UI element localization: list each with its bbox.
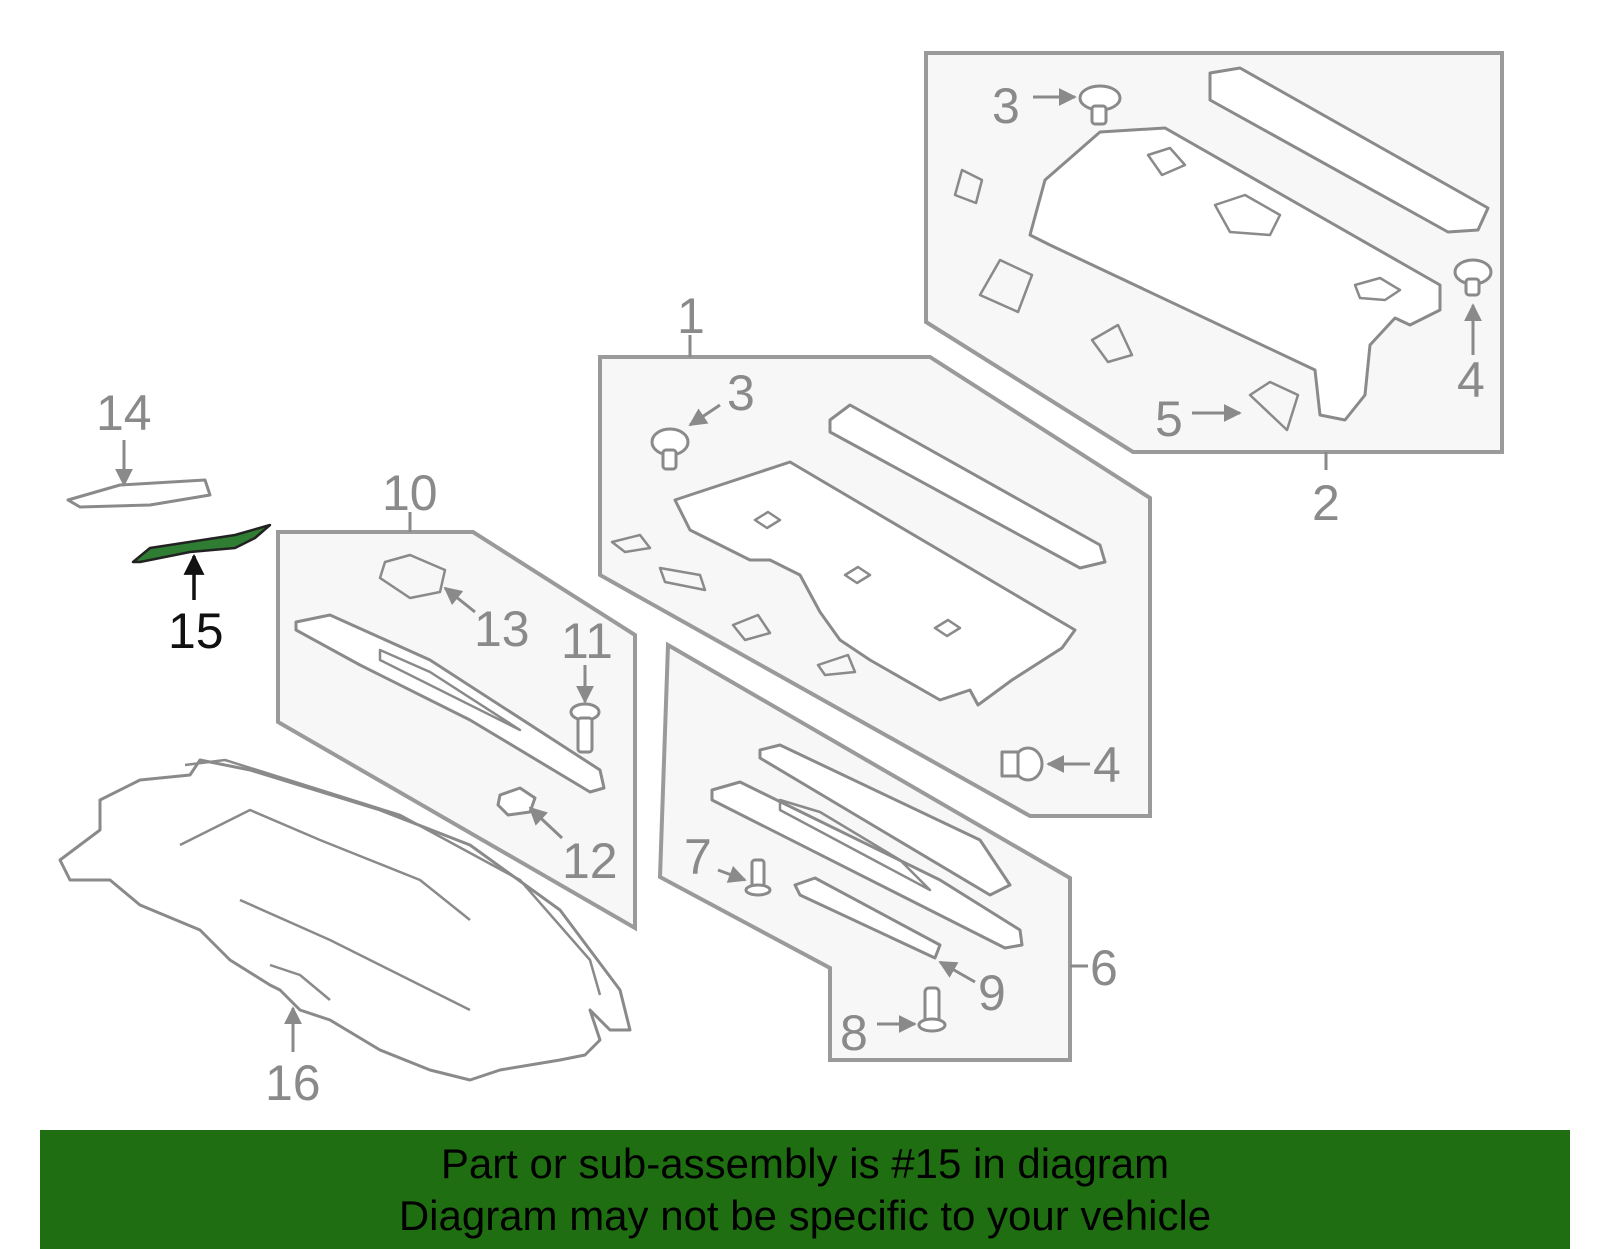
part-16-inner-1 [184,758,602,996]
part-1-bracket-a [610,533,652,554]
part-2-pad-c [1090,323,1134,364]
part-16-inner-2 [179,808,471,921]
callout-5: 5 [1155,391,1183,447]
callout-15: 15 [168,603,224,659]
callout-4-mid: 4 [1093,737,1121,793]
part-16-group: 16 [58,758,632,1111]
part-10-rail-detail [378,648,522,732]
clip-3-top [1078,84,1122,126]
part-13-pad [378,553,447,600]
banner-line-2: Diagram may not be specific to your vehi… [398,1191,1212,1239]
part-16-inner-4 [269,963,331,1001]
callout-2: 2 [1312,475,1340,531]
part-2-pad-b [978,258,1034,314]
banner-line-1: Part or sub-assembly is #15 in diagram [440,1139,1170,1187]
part-2-trim-oval [1353,276,1402,302]
assembly-10-group: 13 11 12 10 [276,465,637,932]
part-1-bracket-d [816,653,857,677]
callout-13: 13 [474,601,530,657]
clip-3-mid [650,427,690,471]
part-15-group: 15 [131,523,272,659]
part-14-group: 14 [66,385,212,509]
part-14-bracket [66,478,212,509]
callout-10: 10 [382,465,438,521]
part-15-highlighted [131,523,272,564]
fastener-8 [917,986,947,1033]
part-2-pad-a [953,168,984,205]
fastener-7 [744,858,772,897]
callout-4-top: 4 [1457,352,1485,408]
clip-4-mid [1000,746,1044,782]
callout-8: 8 [840,1005,868,1061]
callout-1: 1 [677,288,705,344]
part-2-vent [1146,146,1187,177]
lead-13 [443,586,476,614]
callout-7: 7 [684,829,712,885]
lead-3-mid [688,403,721,427]
assembly-6-group: 7 8 9 6 [657,641,1118,1062]
part-9-strip [793,876,942,960]
clip-4-top [1453,258,1493,297]
part-5-pad [1248,380,1300,432]
part-16-inner-3 [239,898,471,1012]
callout-6: 6 [1090,940,1118,996]
part-1-slot-c [933,618,962,638]
lead-9 [938,960,976,984]
part-6-main-trim [710,780,1024,950]
info-banner: Part or sub-assembly is #15 in diagram D… [40,1130,1570,1249]
part-1-bracket-b [658,566,707,592]
part-1-bracket-c [731,613,772,642]
bolt-11 [569,702,601,754]
callout-12: 12 [562,833,618,889]
part-1-slot-a [753,510,782,530]
callout-14: 14 [96,385,152,441]
part-1-strip [828,403,1107,570]
lead-7 [717,865,747,883]
part-2-speaker-hole [1213,193,1282,237]
callout-16: 16 [265,1055,321,1111]
part-2-shelf-panel [1028,126,1442,422]
callout-3-top: 3 [992,78,1020,134]
part-6-trim-detail [778,798,932,892]
assembly-2-group: 3 4 5 2 [924,51,1504,531]
callout-3-mid: 3 [727,365,755,421]
part-1-slot-b [843,565,872,585]
part-16-tray [58,758,632,1082]
lead-12 [528,806,564,840]
callout-9: 9 [978,965,1006,1021]
part-6-upper-trim [758,743,1012,897]
callout-11: 11 [561,613,613,669]
part-10-rail [294,613,606,794]
part-2-strip [1208,66,1490,234]
assembly-1-group: 3 4 1 [598,288,1152,818]
